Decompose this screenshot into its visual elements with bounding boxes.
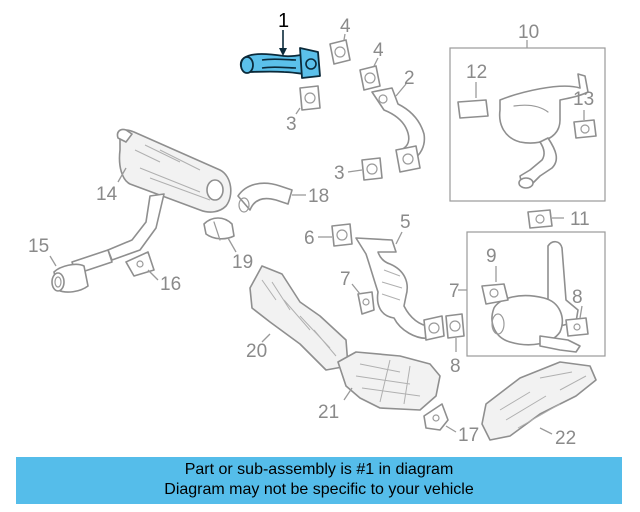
part-19-bracket[interactable] — [423, 403, 449, 431]
callout-1-arrow — [279, 48, 287, 56]
part-3-gasket-b[interactable] — [361, 157, 383, 181]
callout-22: 20 — [246, 341, 267, 362]
part-13-gasket[interactable] — [527, 209, 553, 229]
part-15-hanger[interactable] — [573, 119, 597, 139]
part-2-pipe[interactable] — [371, 87, 426, 173]
banner-line-1: Part or sub-assembly is #1 in diagram — [184, 461, 454, 478]
callout-24: 22 — [555, 428, 576, 449]
part-21-clamp[interactable] — [203, 217, 235, 241]
part-11-hanger[interactable] — [481, 283, 509, 305]
callout-18: 16 — [160, 274, 181, 295]
callout-10: 8 — [572, 287, 583, 308]
callout-23: 21 — [318, 402, 339, 423]
part-1-front-pipe[interactable] — [239, 47, 321, 79]
part-6-gasket[interactable] — [331, 223, 353, 247]
part-8-center-muffler[interactable] — [491, 240, 581, 353]
part-4-gasket-a[interactable] — [329, 39, 351, 65]
part-4-gasket-b[interactable] — [359, 65, 381, 91]
part-24-heat-shield[interactable] — [481, 361, 597, 441]
callout-11: 9 — [486, 246, 497, 267]
part-12-rear-muffler[interactable] — [457, 73, 589, 189]
callout-20: 18 — [308, 186, 329, 207]
callout-16: 14 — [96, 184, 118, 205]
banner-line-2: Diagram may not be specific to your vehi… — [164, 481, 474, 498]
callout-4a: 4 — [340, 16, 351, 37]
callout-1: 1 — [278, 10, 289, 32]
box-8 — [466, 231, 606, 357]
callout-3a: 3 — [286, 114, 297, 135]
callout-15: 13 — [573, 89, 594, 110]
part-9-gasket[interactable] — [445, 313, 465, 339]
part-23-heat-shield[interactable] — [337, 351, 441, 411]
exhaust-parts-diagram: 1 4 4 3 3 2 10 12 13 — [28, 10, 606, 449]
callout-13: 11 — [570, 209, 590, 230]
part-10-hanger[interactable] — [565, 317, 589, 337]
callout-7: 7 — [340, 269, 351, 290]
callout-21: 19 — [232, 252, 253, 273]
part-22-heat-shield[interactable] — [249, 265, 349, 371]
callout-17: 15 — [28, 236, 49, 257]
part-18-bracket[interactable] — [125, 251, 155, 277]
callout-6: 6 — [304, 228, 315, 249]
part-20-pipe[interactable] — [237, 182, 293, 213]
callout-3b: 3 — [334, 163, 345, 184]
part-17-coupling[interactable] — [51, 263, 89, 293]
callout-9: 8 — [450, 356, 461, 377]
info-banner: Part or sub-assembly is #1 in diagram Di… — [16, 457, 622, 504]
callout-12: 10 — [518, 22, 539, 43]
part-5-converter[interactable] — [355, 237, 445, 341]
callout-2: 2 — [404, 68, 415, 89]
part-7-bracket[interactable] — [357, 291, 375, 315]
callout-19: 17 — [458, 425, 479, 446]
callout-4b: 4 — [373, 40, 384, 61]
callout-5: 5 — [400, 212, 411, 233]
part-3-gasket-a[interactable] — [299, 85, 321, 111]
callout-14: 12 — [466, 62, 487, 83]
callout-8: 7 — [449, 281, 460, 302]
